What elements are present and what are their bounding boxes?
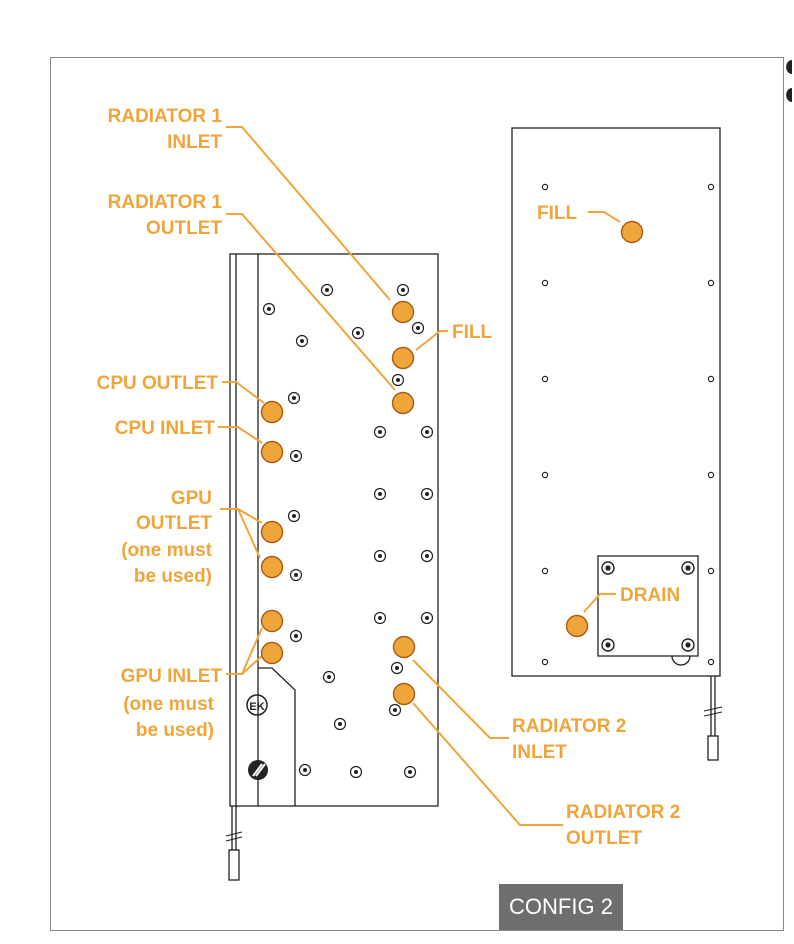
screw-hole <box>388 703 402 717</box>
screw-hole <box>373 611 387 625</box>
left-plate-outline <box>229 253 439 807</box>
screw-hole <box>403 765 417 779</box>
brand-logo-icon <box>248 760 268 780</box>
ports <box>260 220 644 706</box>
screw-hole <box>420 425 434 439</box>
right-plate-holes <box>541 183 715 666</box>
screw-hole <box>373 487 387 501</box>
pump-housing <box>597 555 699 657</box>
screw-hole <box>373 549 387 563</box>
screw-hole <box>287 509 301 523</box>
mount-hole <box>707 183 715 191</box>
label-cpu-outlet: CPU OUTLET <box>97 373 219 394</box>
pump-screw <box>681 638 695 652</box>
port-circle <box>620 220 644 244</box>
screw-hole <box>322 670 336 684</box>
label-fill-left: FILL <box>452 322 492 343</box>
svg-text:EK: EK <box>249 701 264 713</box>
screw-hole <box>373 425 387 439</box>
port-circle <box>260 555 284 579</box>
screw-hole <box>349 765 363 779</box>
mount-hole <box>541 658 549 666</box>
screw-hole <box>295 334 309 348</box>
left-plate <box>225 253 439 881</box>
screw-hole <box>289 568 303 582</box>
screw-hole <box>390 661 404 675</box>
edge-marks <box>786 60 792 102</box>
mount-hole <box>541 567 549 575</box>
left-plate-screw-holes <box>262 283 434 779</box>
label-cpu-inlet: CPU INLET <box>115 418 216 439</box>
ek-logo-icon: EK <box>246 694 268 716</box>
screw-hole <box>320 283 334 297</box>
pump-notch <box>671 655 691 666</box>
mount-hole <box>707 375 715 383</box>
screw-hole <box>289 449 303 463</box>
screw-hole <box>351 326 365 340</box>
port-circle <box>260 440 284 464</box>
screw-hole <box>420 549 434 563</box>
port-circle <box>392 635 416 659</box>
config-badge: CONFIG 2 <box>499 884 623 930</box>
screw-hole <box>262 302 276 316</box>
label-drain: DRAIN <box>620 585 680 606</box>
right-plate <box>511 127 723 761</box>
port-circle <box>391 391 415 415</box>
port-circle <box>391 300 415 324</box>
mount-hole <box>541 183 549 191</box>
leader-lines <box>218 126 621 826</box>
screw-hole <box>287 391 301 405</box>
port-circle <box>565 614 589 638</box>
screw-hole <box>391 373 405 387</box>
port-circle <box>260 400 284 424</box>
screw-hole <box>333 717 347 731</box>
pump-screw <box>601 561 615 575</box>
screw-hole <box>411 321 425 335</box>
port-circle <box>260 641 284 665</box>
mount-hole <box>541 375 549 383</box>
mount-hole <box>707 567 715 575</box>
connector-plug-icon <box>707 735 719 761</box>
mount-hole <box>541 279 549 287</box>
pump-screw <box>601 638 615 652</box>
screw-hole <box>420 487 434 501</box>
port-circle <box>391 346 415 370</box>
screw-hole <box>298 763 312 777</box>
connector-plug-icon <box>228 849 240 881</box>
screw-hole <box>289 629 303 643</box>
mount-hole <box>541 471 549 479</box>
screw-hole <box>396 283 410 297</box>
pump-screw <box>681 561 695 575</box>
mount-hole <box>707 658 715 666</box>
port-circle <box>260 609 284 633</box>
right-plate-outline <box>511 127 721 677</box>
diagram-frame <box>50 57 784 931</box>
mount-hole <box>707 471 715 479</box>
label-fill-right: FILL <box>537 203 577 224</box>
port-circle <box>260 520 284 544</box>
screw-hole <box>420 611 434 625</box>
port-circle <box>392 682 416 706</box>
left-plate-cutout <box>258 667 296 806</box>
mount-hole <box>707 279 715 287</box>
